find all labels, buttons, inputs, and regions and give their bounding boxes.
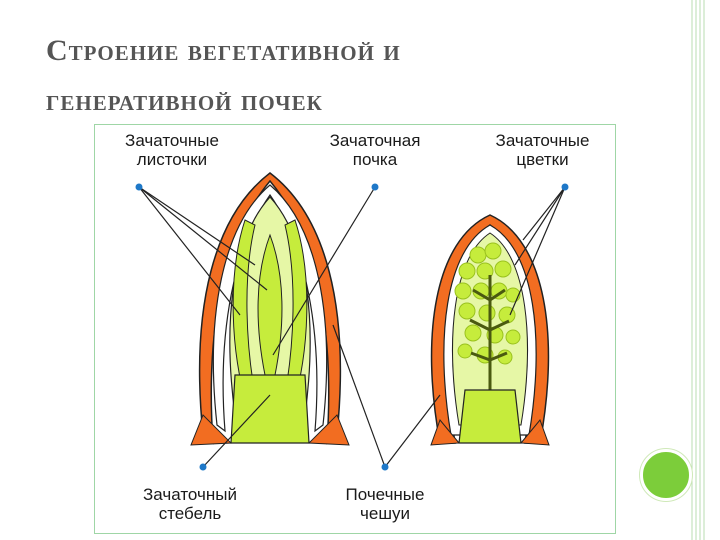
label-bud-primordium-line2: почка (352, 150, 398, 169)
vegetative-stem (230, 374, 310, 444)
bud-illustration (135, 172, 569, 471)
label-bud-primordium-line1: Зачаточная (329, 131, 421, 150)
label-bud-scales-line1: Почечные (345, 485, 425, 504)
label-leaf-primordia-line2: листочки (136, 150, 208, 169)
generative-stem (458, 389, 522, 444)
title-line-1: Строение вегетативной и (46, 34, 401, 67)
pointer-dots (135, 183, 569, 471)
label-bud-scales: Почечные чешуи (310, 485, 460, 523)
label-leaf-primordia: Зачаточные листочки (97, 131, 247, 169)
vegetative-bud (190, 172, 350, 446)
generative-bud (430, 214, 550, 446)
decorative-green-circle (640, 449, 692, 501)
decorative-edge-lines (691, 0, 705, 540)
label-stem-primordium-line2: стебель (158, 504, 222, 523)
bud-diagram: Зачаточные листочки Зачаточная почка Зач… (94, 124, 616, 534)
label-stem-primordium: Зачаточный стебель (105, 485, 275, 523)
label-flower-primordia-line2: цветки (516, 150, 569, 169)
pointer-lines (138, 186, 566, 468)
label-stem-primordium-line1: Зачаточный (143, 485, 237, 504)
label-flower-primordia-line1: Зачаточные (495, 131, 590, 150)
slide-title: Строение вегетативной и генеративной поч… (46, 24, 646, 128)
generative-lower-scales (430, 419, 550, 446)
label-leaf-primordia-line1: Зачаточные (125, 131, 219, 150)
flower-primordia-cluster (454, 242, 521, 365)
label-bud-primordium: Зачаточная почка (300, 131, 450, 169)
label-flower-primordia: Зачаточные цветки (470, 131, 615, 169)
vegetative-lower-scales (190, 414, 350, 446)
title-line-2: генеративной почек (46, 84, 323, 117)
label-bud-scales-line2: чешуи (360, 504, 410, 523)
generative-axis (469, 275, 510, 405)
